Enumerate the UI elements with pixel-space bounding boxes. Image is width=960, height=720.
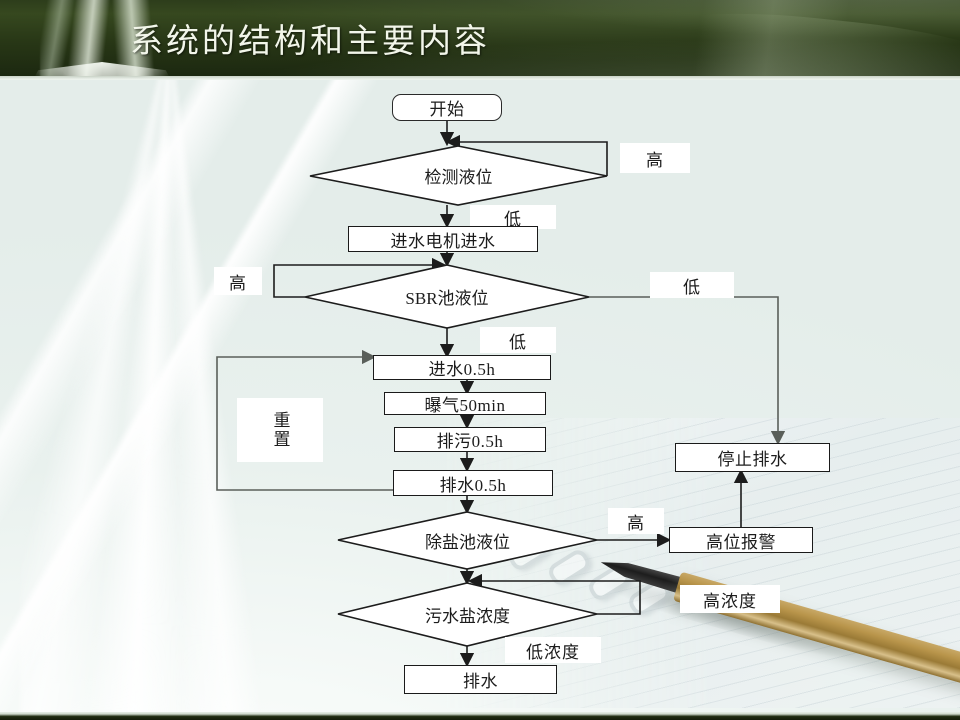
node-drain[interactable]: 排水 [404, 665, 557, 694]
label-reset-text: 重置 [270, 411, 290, 449]
label-salt-low-text: 低浓度 [526, 642, 580, 662]
label-detect-high-text: 高 [646, 150, 664, 170]
node-inlet-motor-label: 进水电机进水 [390, 231, 496, 251]
label-detect-low: 低 [470, 205, 556, 229]
label-sbr-low-right-text: 低 [683, 277, 701, 297]
node-high-alarm[interactable]: 高位报警 [669, 527, 813, 553]
label-salt-high: 高浓度 [680, 585, 780, 613]
label-detect-low-text: 低 [504, 209, 522, 229]
node-drain-05h[interactable]: 排水0.5h [393, 470, 553, 496]
node-sludge-05h-label: 排污0.5h [436, 432, 504, 451]
node-aeration-50min[interactable]: 曝气50min [384, 392, 546, 415]
node-drain-label: 排水 [463, 672, 498, 691]
label-sbr-high-text: 高 [229, 273, 247, 293]
label-sbr-low-right: 低 [650, 272, 734, 298]
page-title: 系统的结构和主要内容 [130, 24, 490, 60]
node-stop-drain[interactable]: 停止排水 [675, 443, 830, 472]
label-sbr-high: 高 [214, 267, 262, 295]
label-salt-low: 低浓度 [505, 637, 601, 663]
node-start[interactable]: 开始 [392, 94, 502, 121]
label-desalt-high-text: 高 [627, 513, 645, 533]
slide-footer-strip [0, 712, 960, 720]
node-inlet-05h[interactable]: 进水0.5h [373, 355, 551, 380]
node-sludge-05h[interactable]: 排污0.5h [394, 427, 546, 452]
node-stop-drain-label: 停止排水 [717, 450, 788, 469]
label-sbr-low-down-text: 低 [509, 332, 527, 352]
slide-header-banner [0, 0, 960, 76]
background-light-rays [0, 52, 402, 720]
label-desalt-high: 高 [608, 508, 664, 534]
label-salt-high-text: 高浓度 [703, 591, 757, 611]
node-inlet-05h-label: 进水0.5h [428, 360, 496, 379]
node-high-alarm-label: 高位报警 [706, 532, 776, 552]
label-reset: 重置 [237, 398, 323, 462]
banner-book-icon [40, 0, 190, 76]
label-detect-high: 高 [620, 143, 690, 173]
label-sbr-low-down: 低 [480, 327, 556, 353]
node-drain-05h-label: 排水0.5h [439, 475, 507, 495]
node-start-label: 开始 [429, 100, 465, 119]
node-aeration-50min-label: 曝气50min [424, 396, 506, 415]
node-inlet-motor[interactable]: 进水电机进水 [348, 226, 538, 252]
banner-divider [0, 76, 960, 80]
